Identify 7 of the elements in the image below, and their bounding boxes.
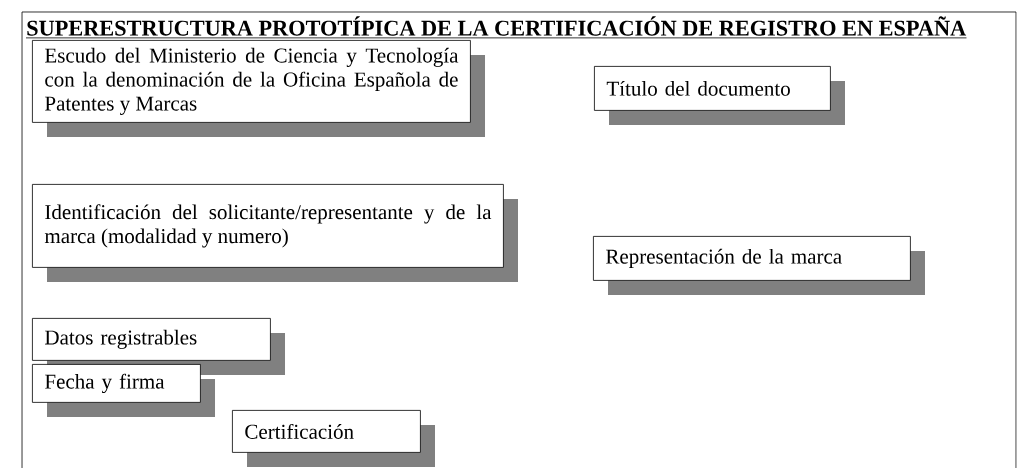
shadowed-box: Fecha y firma [32, 364, 215, 417]
shadowed-box: Identificación del solicitante/representante y de la marca (modalidad y numero) [32, 184, 518, 282]
shadowed-box: Certificación [232, 410, 435, 467]
shadowed-box: Representación de la marca [593, 236, 925, 295]
title: SUPERESTRUCTURA PROTOTÍPICA DE LA CERTIFICACIÓN DE REGISTRO EN ESPAÑA [27, 16, 967, 36]
shadowed-box: Escudo del Ministerio de Ciencia y Tecnología con la denominación de la Oficina Española de Patentes y Marcas [32, 40, 485, 137]
shadowed-box: Título del documento [594, 66, 845, 125]
